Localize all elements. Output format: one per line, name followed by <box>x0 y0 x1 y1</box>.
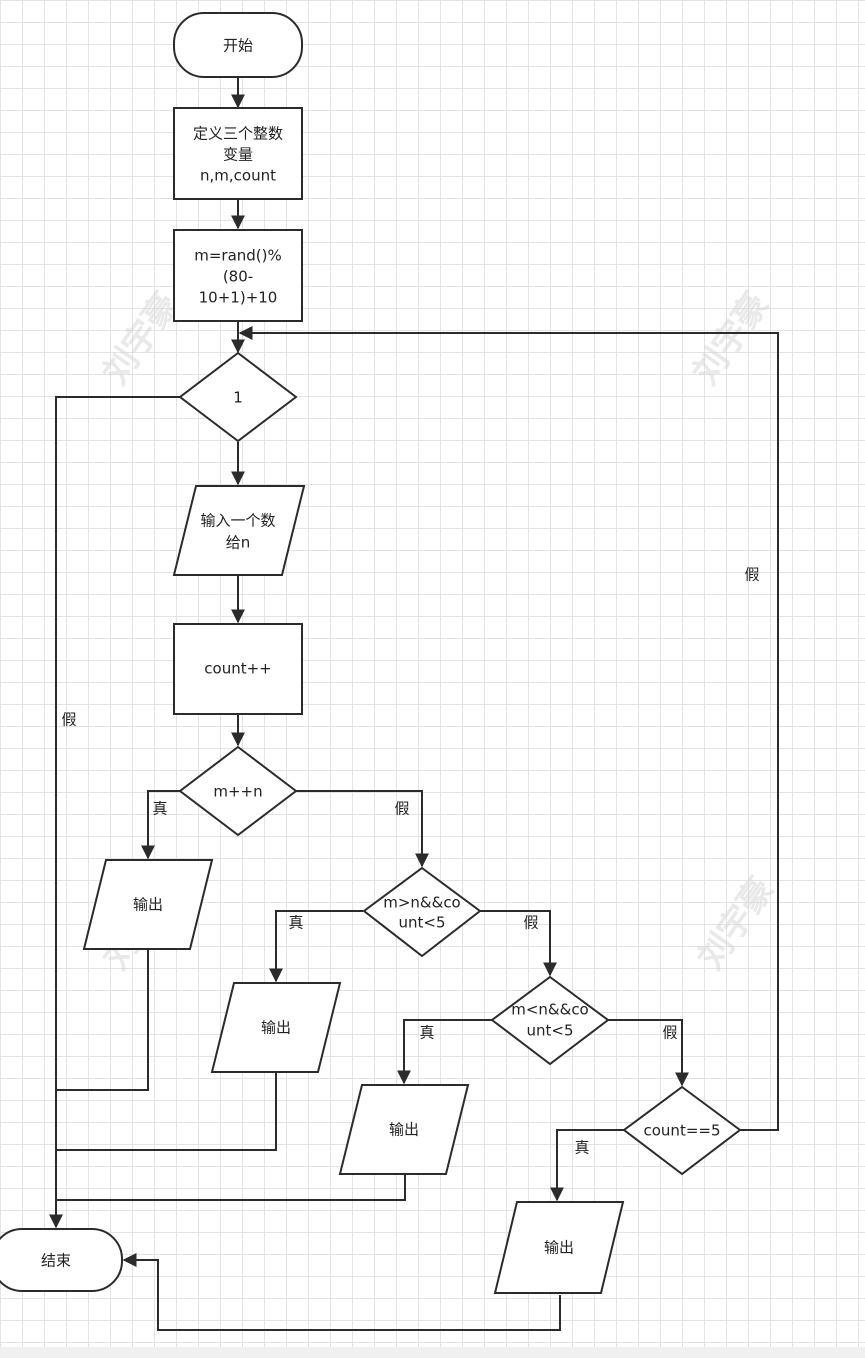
increment-label: count++ <box>204 660 271 678</box>
edge-output1-end <box>56 950 149 1091</box>
output-node-2: 输出 <box>210 982 342 1073</box>
edge-condcount-true <box>550 1129 624 1202</box>
label-condgreater-false: 假 <box>523 914 538 932</box>
label-condequal-true: 真 <box>152 800 167 818</box>
end-node: 结束 <box>0 1228 123 1292</box>
edge-condgreater-false <box>480 910 557 977</box>
output-label-4: 输出 <box>544 1239 574 1257</box>
condition-less-label-1: m<n&&co <box>511 1001 589 1019</box>
condition-equal-label: m++n <box>213 783 262 801</box>
edge-condless-true <box>397 1019 492 1085</box>
increment-node: count++ <box>173 623 303 715</box>
edge-condequal-false <box>296 790 429 868</box>
condition-count-label: count==5 <box>644 1122 721 1140</box>
edge-condequal-true <box>141 790 180 860</box>
input-label-2: 给n <box>226 534 251 552</box>
label-condcount-true: 真 <box>574 1139 589 1157</box>
condition-less-label-2: unt<5 <box>526 1022 573 1040</box>
edge-output3-end <box>56 1175 406 1201</box>
label-loop-false: 假 <box>61 711 76 729</box>
condition-greater-label-2: unt<5 <box>398 914 445 932</box>
output-label-3: 输出 <box>389 1121 419 1139</box>
bottom-scroll-strip <box>0 1347 865 1358</box>
edge-output4-end <box>122 1253 561 1331</box>
input-label-1: 输入一个数 <box>200 512 275 530</box>
watermark-1: 刘宇豪 <box>95 285 186 391</box>
define-label-3: n,m,count <box>200 167 276 185</box>
start-label: 开始 <box>223 37 253 55</box>
label-condless-false: 假 <box>662 1024 677 1042</box>
define-node: 定义三个整数 变量 n,m,count <box>173 107 303 200</box>
assign-label-2: (80- <box>223 268 253 286</box>
assign-node: m=rand()% (80- 10+1)+10 <box>173 229 303 322</box>
label-condgreater-true: 真 <box>288 914 303 932</box>
end-label: 结束 <box>41 1252 71 1270</box>
output-node-3: 输出 <box>338 1084 470 1175</box>
define-label-2: 变量 <box>223 146 253 164</box>
edge-loop-false-end <box>49 396 180 1229</box>
output-node-1: 输出 <box>82 859 214 950</box>
output-node-4: 输出 <box>493 1201 625 1294</box>
label-condcount-false: 假 <box>744 566 759 584</box>
edges <box>49 78 779 1331</box>
label-condequal-false: 假 <box>394 800 409 818</box>
condition-equal-node: m++n <box>178 745 298 837</box>
watermark-4: 刘宇豪 <box>690 870 781 976</box>
watermark-2: 刘宇豪 <box>685 285 776 391</box>
output-label-1: 输出 <box>133 896 163 914</box>
assign-label-1: m=rand()% <box>194 247 282 265</box>
edge-condcount-false-loop <box>238 326 779 1131</box>
label-condless-true: 真 <box>419 1024 434 1042</box>
loop-condition-node: 1 <box>178 351 298 443</box>
input-node: 输入一个数 给n <box>172 485 306 576</box>
start-node: 开始 <box>173 12 303 78</box>
assign-label-3: 10+1)+10 <box>199 289 278 307</box>
condition-count-node: count==5 <box>622 1085 742 1176</box>
condition-greater-node: m>n&&co unt<5 <box>362 866 482 958</box>
condition-greater-label-1: m>n&&co <box>383 894 461 912</box>
edge-labels: 假 真 假 真 假 真 假 真 假 <box>61 566 759 1157</box>
condition-less-node: m<n&&co unt<5 <box>490 975 610 1066</box>
edge-condless-false <box>608 1019 689 1087</box>
define-label-1: 定义三个整数 <box>193 125 283 143</box>
edge-condgreater-true <box>269 910 363 983</box>
output-label-2: 输出 <box>261 1019 291 1037</box>
loop-condition-label: 1 <box>233 389 243 407</box>
edge-output2-end <box>56 1073 277 1151</box>
